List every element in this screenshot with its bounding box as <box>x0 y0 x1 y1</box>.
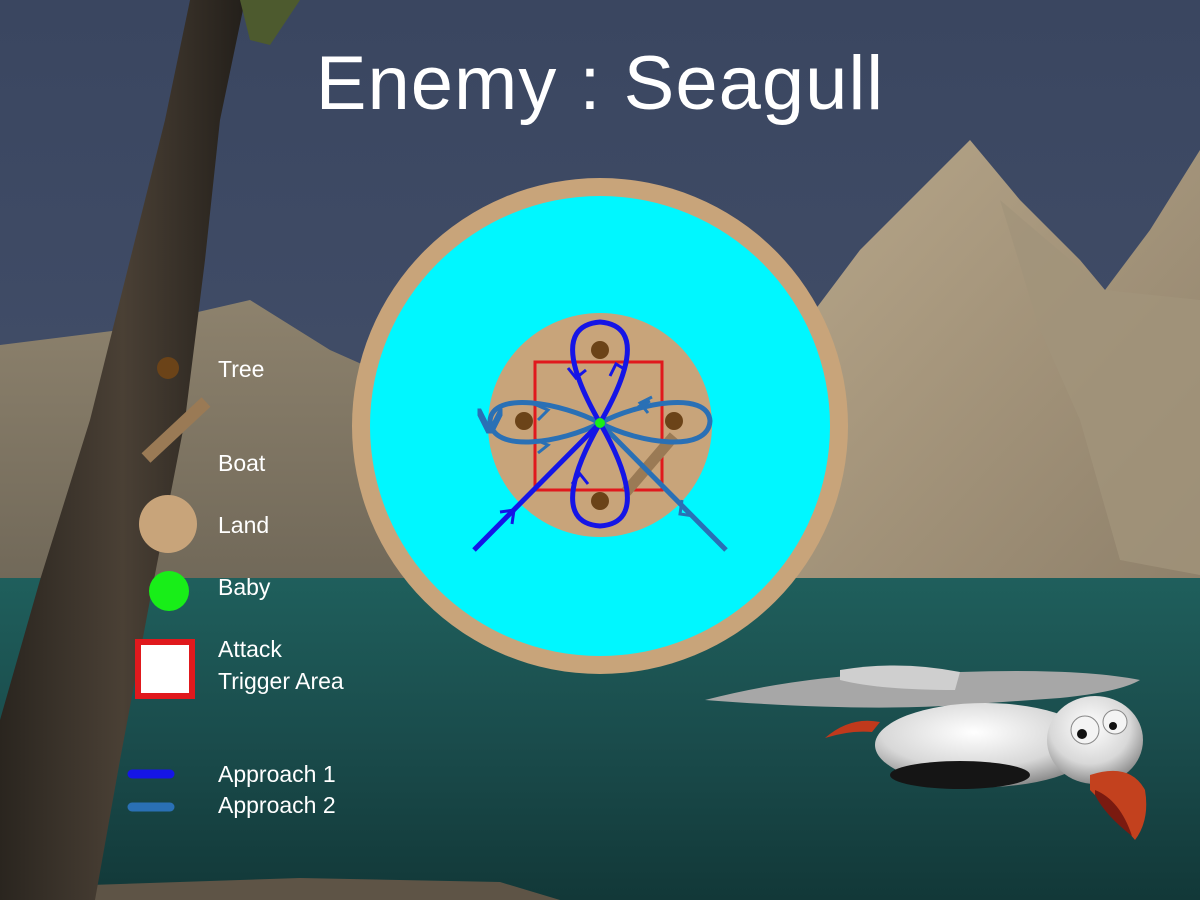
map-tree-bottom <box>591 492 609 510</box>
legend-trigger-area-label: Trigger Area <box>218 668 344 694</box>
land-icon <box>139 495 197 553</box>
boat-icon <box>141 397 211 463</box>
baby-icon <box>149 571 189 611</box>
tree-icon <box>157 357 179 379</box>
approach1-path <box>472 319 630 552</box>
map-tree-left <box>515 412 533 430</box>
legend-approach2-label: Approach 2 <box>218 792 336 818</box>
island-map <box>352 178 848 674</box>
page-title: Enemy : Seagull <box>315 41 885 126</box>
map-tree-top <box>591 341 609 359</box>
legend-attack-label: Attack <box>218 636 282 662</box>
beach-sand <box>60 878 560 900</box>
palm-leaves <box>240 0 300 45</box>
attack-trigger-icon <box>135 639 195 699</box>
approach2-icon <box>127 802 175 812</box>
map-boat <box>621 432 679 496</box>
map-baby <box>595 418 605 428</box>
palm-trunk <box>0 0 245 900</box>
mountain-right <box>780 140 1200 600</box>
legend-approach1-label: Approach 1 <box>218 761 336 787</box>
approach1-arrows <box>499 361 627 525</box>
legend-boat-label: Boat <box>218 450 266 476</box>
map-attack-trigger-area <box>533 360 664 492</box>
seagull <box>705 665 1147 840</box>
map-tree-right <box>665 412 683 430</box>
legend-tree-label: Tree <box>218 356 265 382</box>
legend-baby-label: Baby <box>218 574 271 600</box>
approach2-path <box>490 400 728 552</box>
approach2-arrows <box>533 395 695 518</box>
approach1-icon <box>127 769 175 779</box>
legend-land-label: Land <box>218 512 270 538</box>
